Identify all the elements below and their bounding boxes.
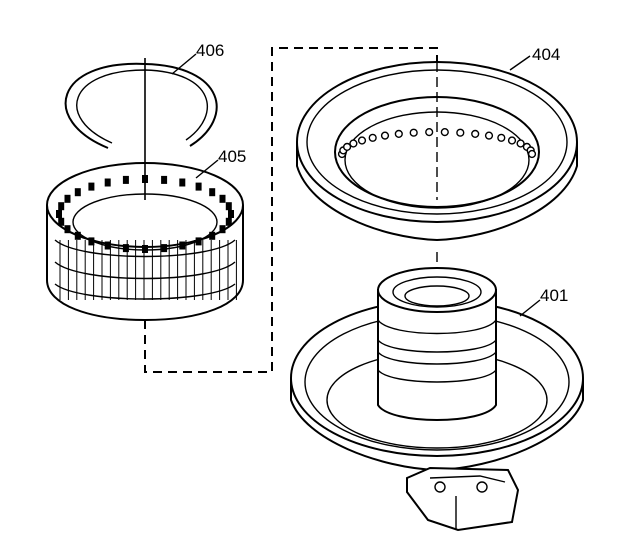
spring-coil — [74, 188, 81, 197]
spring-coil — [195, 237, 202, 246]
piston-holes — [337, 128, 537, 159]
spring-coil — [64, 225, 71, 234]
spring-coil — [225, 217, 232, 226]
spring-coil — [225, 202, 232, 211]
piston-404 — [296, 61, 578, 242]
callout-404: 404 — [532, 45, 560, 64]
piston-hole — [484, 131, 494, 140]
piston-hole — [516, 139, 525, 148]
piston-hole — [394, 129, 403, 139]
leader-406 — [171, 53, 197, 75]
piston-hole — [425, 128, 434, 137]
spring-coil — [209, 188, 216, 197]
spring-coil — [74, 231, 81, 240]
spring-coil — [179, 241, 186, 250]
piston-hole — [507, 136, 517, 145]
spring-coil — [122, 244, 129, 253]
spring-coil — [142, 245, 148, 253]
piston-hole — [471, 129, 480, 139]
piston-hole — [380, 131, 390, 140]
leader-405 — [195, 159, 219, 179]
leader-401 — [519, 299, 541, 317]
leader-404 — [509, 55, 531, 71]
snap-ring-406 — [64, 62, 218, 149]
piston-hole — [497, 133, 506, 142]
spring-coil — [161, 244, 168, 253]
piston-hole — [456, 128, 465, 137]
callout-405: 405 — [218, 147, 246, 166]
spring-coil — [195, 182, 202, 191]
piston-hole — [368, 133, 377, 142]
spring-coil — [88, 182, 95, 191]
spring-coil — [58, 202, 65, 211]
spring-coil — [209, 231, 216, 240]
callout-406: 406 — [196, 41, 224, 60]
spring-coil — [104, 178, 111, 187]
spring-coil — [122, 175, 129, 184]
housing-401 — [290, 267, 584, 532]
callout-401: 401 — [540, 286, 568, 305]
piston-hole — [349, 139, 358, 148]
piston-hole — [527, 149, 537, 159]
spring-coil — [161, 175, 168, 184]
spring-coil — [219, 225, 226, 234]
spring-coil — [179, 178, 186, 187]
piston-hole — [343, 142, 352, 152]
spring-coil — [228, 210, 234, 218]
spring-coil — [56, 210, 62, 218]
spring-coil — [58, 217, 65, 226]
piston-hole — [409, 128, 418, 137]
piston-hole — [357, 136, 367, 145]
spring-coil — [64, 194, 71, 203]
spring-coil — [219, 194, 226, 203]
spring-coil — [88, 237, 95, 246]
piston-hole — [440, 128, 449, 137]
spring-coil — [104, 241, 111, 250]
